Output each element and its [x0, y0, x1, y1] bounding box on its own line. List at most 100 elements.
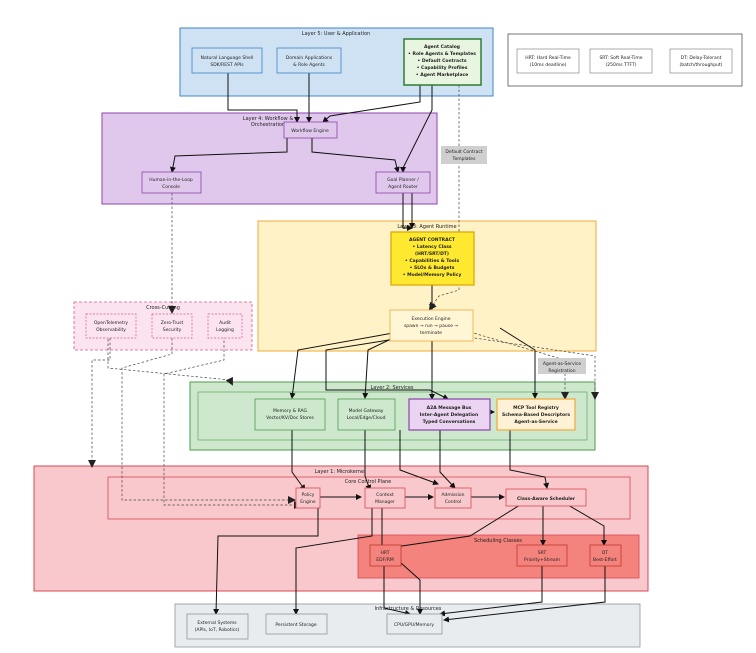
svg-text:A2A Message Bus: A2A Message Bus	[427, 405, 472, 411]
node-audit-logging: Audit Logging	[207, 313, 243, 339]
svg-text:Domain Applications: Domain Applications	[286, 55, 333, 61]
svg-text:Manager: Manager	[375, 499, 395, 505]
node-model-gateway: Model Gateway Local/Edge/Cloud	[337, 398, 396, 431]
node-agent-catalog: Agent Catalog • Role Agents & Templates …	[403, 38, 482, 86]
svg-text:Cross-Cutting: Cross-Cutting	[146, 305, 180, 311]
svg-text:(10ms deadline): (10ms deadline)	[530, 62, 567, 68]
svg-text:Vector/KV/Doc Stores: Vector/KV/Doc Stores	[266, 415, 314, 421]
svg-text:Admission: Admission	[441, 492, 464, 498]
node-srt: SRT Priority+Stream	[516, 544, 568, 567]
svg-text:Persistent Storage: Persistent Storage	[275, 622, 317, 628]
node-workflow-engine: Workflow Engine	[283, 121, 338, 139]
svg-text:Typed Conversations: Typed Conversations	[423, 419, 476, 425]
svg-text:Control: Control	[445, 499, 461, 505]
svg-text:Local/Edge/Cloud: Local/Edge/Cloud	[347, 415, 386, 421]
node-cpu-gpu-memory: CPU/GPU/Memory	[386, 613, 443, 635]
svg-text:MCP Tool Registry: MCP Tool Registry	[513, 405, 559, 411]
svg-text:• Capability Profiles: • Capability Profiles	[417, 65, 468, 71]
svg-text:Memory & RAG: Memory & RAG	[273, 408, 308, 414]
core-control-plane-title: Core Control Plane	[345, 479, 392, 485]
node-memory-rag: Memory & RAG Vector/KV/Doc Stores	[254, 398, 326, 431]
svg-text:OpenTelemetry: OpenTelemetry	[94, 320, 129, 326]
node-context-manager: Context Manager	[364, 487, 406, 509]
svg-text:External Systems: External Systems	[197, 620, 237, 626]
svg-text:Templates: Templates	[452, 156, 477, 162]
svg-text:• Default Contracts: • Default Contracts	[417, 58, 467, 64]
node-class-aware-scheduler: Class-Aware Scheduler	[505, 488, 587, 507]
svg-text:HRT: Hard Real-Time: HRT: Hard Real-Time	[525, 55, 571, 61]
edge-label-default-contract: Default Contract Templates	[441, 146, 487, 164]
svg-text:Orchestration: Orchestration	[251, 122, 285, 128]
node-mcp-tool-registry: MCP Tool Registry Schema-Based Descripto…	[496, 398, 576, 431]
node-natural-language-shell: Natural Language Shell SDK/REST APIs	[191, 47, 263, 74]
svg-text:Observability: Observability	[96, 327, 126, 333]
layer-5-title: Layer 5: User & Application	[302, 31, 370, 37]
svg-text:Class-Aware Scheduler: Class-Aware Scheduler	[517, 496, 576, 502]
svg-text:Infrastructure & Resources: Infrastructure & Resources	[375, 606, 442, 612]
node-agent-contract: AGENT CONTRACT • Latency Class (HRT/SRT/…	[390, 231, 475, 286]
svg-text:• Capabilities & Tools: • Capabilities & Tools	[405, 258, 460, 264]
svg-text:(APIs, IoT, Robotics): (APIs, IoT, Robotics)	[195, 627, 240, 633]
svg-text:Best-Effort: Best-Effort	[593, 557, 617, 563]
node-a2a-message-bus: A2A Message Bus Inter-Agent Delegation T…	[408, 398, 491, 431]
svg-text:• Latency Class: • Latency Class	[412, 244, 451, 250]
svg-text:Context: Context	[376, 492, 394, 498]
legend-dt: DT: Delay-Tolerant (batch/throughput)	[669, 48, 733, 74]
svg-text:EDF/RM: EDF/RM	[376, 557, 394, 563]
svg-text:Natural Language Shell: Natural Language Shell	[201, 55, 254, 61]
node-goal-planner: Goal Planner / Agent Router	[375, 171, 431, 194]
svg-text:Agent-as-Service: Agent-as-Service	[514, 419, 557, 425]
svg-text:SRT: Soft Real-Time: SRT: Soft Real-Time	[599, 55, 642, 61]
node-human-in-the-loop: Human-in-the-Loop Console	[141, 171, 202, 194]
svg-text:Model Gateway: Model Gateway	[349, 408, 384, 414]
edge-label-agent-as-service: Agent-as-Service Registration	[538, 358, 586, 374]
node-dt: DT Best-Effort	[589, 544, 622, 567]
node-execution-engine: Execution Engine spawn → run → pause → t…	[389, 309, 474, 342]
svg-text:DT: Delay-Tolerant: DT: Delay-Tolerant	[681, 55, 722, 61]
layer-1-microkernel: Layer 1: Microkernel Core Control Plane …	[33, 465, 649, 592]
svg-text:Logging: Logging	[216, 327, 234, 333]
svg-text:Default Contract: Default Contract	[445, 149, 482, 155]
svg-text:CPU/GPU/Memory: CPU/GPU/Memory	[394, 622, 434, 628]
dashed-edges	[88, 85, 599, 509]
node-persistent-storage: Persistent Storage	[265, 613, 328, 635]
svg-text:SDK/REST APIs: SDK/REST APIs	[210, 62, 244, 68]
node-domain-applications: Domain Applications & Role Agents	[276, 47, 342, 74]
legend: HRT: Hard Real-Time (10ms deadline) SRT:…	[507, 33, 743, 87]
svg-text:(HRT/SRT/DT): (HRT/SRT/DT)	[415, 251, 449, 257]
svg-text:Goal Planner /: Goal Planner /	[387, 177, 419, 183]
svg-text:(batch/throughput): (batch/throughput)	[680, 62, 723, 68]
svg-text:Console: Console	[162, 184, 180, 190]
node-admission-control: Admission Control	[434, 487, 472, 509]
node-policy-engine: Policy Engine	[295, 487, 321, 509]
svg-text:Layer 1: Microkernel: Layer 1: Microkernel	[315, 469, 366, 475]
svg-text:Security: Security	[163, 327, 182, 333]
svg-text:spawn → run → pause →: spawn → run → pause →	[404, 323, 458, 329]
svg-text:Engine: Engine	[300, 499, 316, 505]
legend-hrt: HRT: Hard Real-Time (10ms deadline)	[516, 48, 580, 74]
svg-text:Priority+Stream: Priority+Stream	[524, 557, 560, 563]
svg-text:Human-in-the-Loop: Human-in-the-Loop	[149, 177, 193, 183]
node-opentelemetry: OpenTelemetry Observability	[85, 313, 137, 339]
node-zero-trust: Zero-Trust Security	[151, 313, 193, 339]
svg-text:Policy: Policy	[302, 492, 315, 498]
svg-text:• Model/Memory Policy: • Model/Memory Policy	[403, 272, 462, 278]
svg-text:Agent Router: Agent Router	[388, 184, 418, 190]
svg-text:Agent Catalog: Agent Catalog	[424, 44, 460, 50]
svg-text:Layer 2: Services: Layer 2: Services	[370, 385, 413, 391]
svg-text:DT: DT	[602, 550, 608, 556]
node-external-systems: External Systems (APIs, IoT, Robotics)	[186, 613, 249, 640]
svg-text:& Role Agents: & Role Agents	[293, 62, 325, 68]
svg-text:terminate: terminate	[420, 330, 442, 336]
svg-text:Zero-Trust: Zero-Trust	[161, 320, 184, 326]
svg-text:Schema-Based Descriptors: Schema-Based Descriptors	[502, 412, 570, 418]
svg-text:Workflow Engine: Workflow Engine	[291, 128, 329, 134]
node-hrt: HRT EDF/RM	[369, 544, 402, 567]
svg-text:AGENT CONTRACT: AGENT CONTRACT	[409, 237, 456, 243]
svg-text:SRT: SRT	[538, 550, 547, 556]
scheduling-classes-title: Scheduling Classes	[474, 538, 522, 544]
svg-text:Execution Engine: Execution Engine	[412, 316, 451, 322]
svg-text:HRT: HRT	[381, 550, 390, 556]
svg-text:• Agent Marketplace: • Agent Marketplace	[416, 72, 468, 78]
